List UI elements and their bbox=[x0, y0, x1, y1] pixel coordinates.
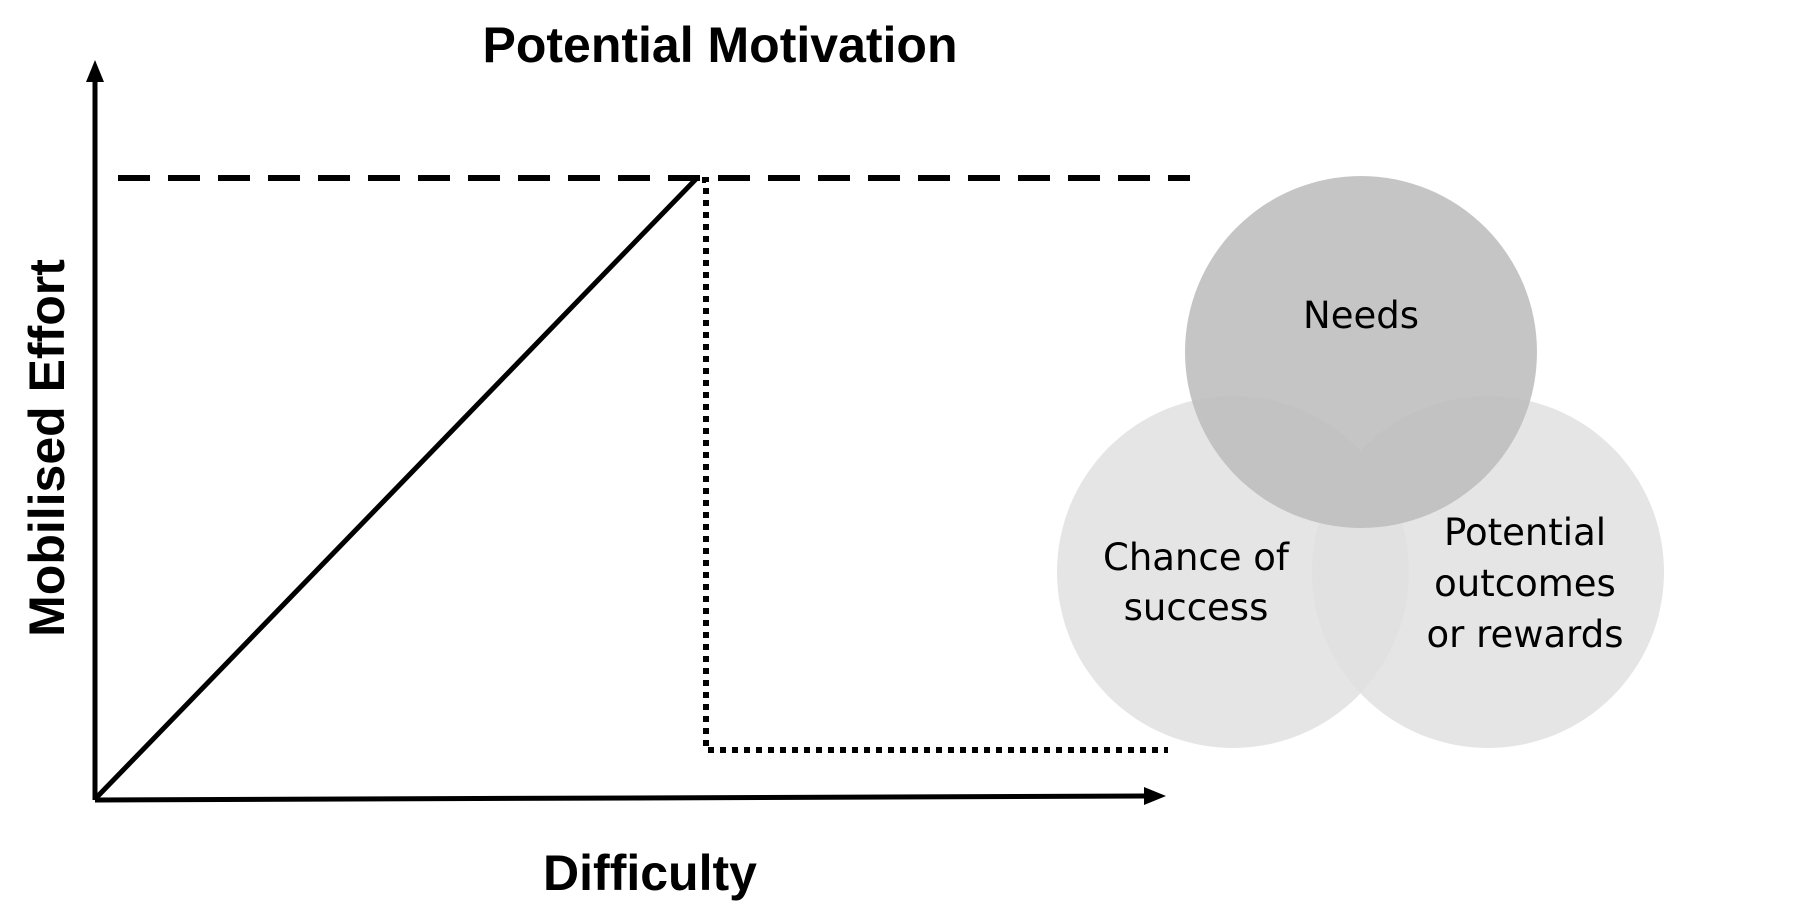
circle-needs bbox=[1185, 176, 1537, 528]
chance-label-line-1: Chance of bbox=[1103, 536, 1290, 579]
diagram-title: Potential Motivation bbox=[483, 17, 958, 73]
chance-label-line-2: success bbox=[1124, 586, 1269, 629]
venn-diagram: Needs Chance of success Potential outcom… bbox=[1057, 176, 1664, 748]
effort-diagonal-line bbox=[95, 176, 699, 799]
y-axis-arrowhead bbox=[86, 60, 104, 82]
x-axis bbox=[94, 793, 1146, 803]
rewards-label-line-2: outcomes bbox=[1434, 562, 1616, 605]
needs-label: Needs bbox=[1303, 294, 1419, 337]
y-axis-label: Mobilised Effort bbox=[19, 259, 75, 637]
x-axis-arrowhead bbox=[1144, 787, 1166, 805]
x-axis-label: Difficulty bbox=[543, 845, 757, 901]
rewards-label-line-1: Potential bbox=[1444, 511, 1606, 554]
rewards-label-line-3: or rewards bbox=[1426, 613, 1623, 656]
dotted-drop-line bbox=[702, 177, 1168, 753]
